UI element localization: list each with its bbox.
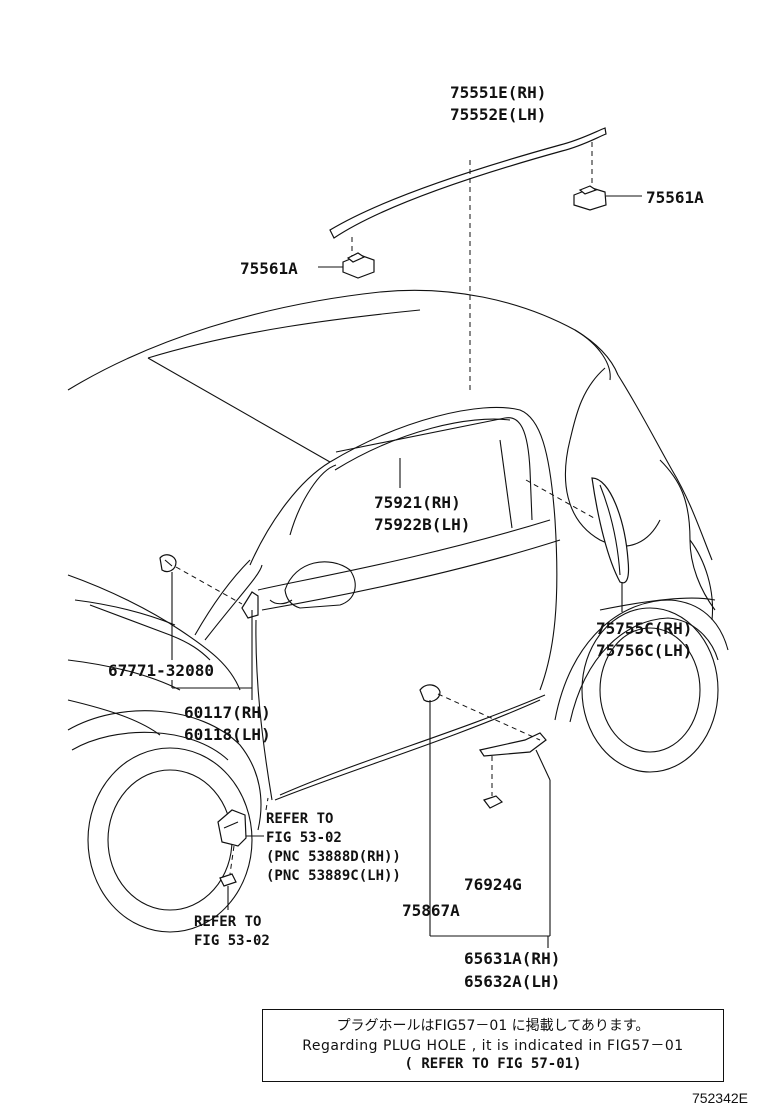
- rocker-molding: [479, 732, 547, 757]
- label-window-molding-rh: 75921(RH): [374, 493, 461, 512]
- label-refer-to-2: REFER TO: [194, 914, 261, 930]
- label-rocker-rh: 65631A(RH): [464, 949, 560, 968]
- label-clip-75867a: 75867A: [402, 901, 460, 920]
- label-clip-76924g: 76924G: [464, 875, 522, 894]
- mirror-corner-cover: [241, 591, 259, 619]
- roof-clip-left: [342, 252, 375, 279]
- label-pnc-rh: (PNC 53888D(RH)): [266, 849, 401, 865]
- label-grommet: 67771-32080: [108, 661, 214, 680]
- label-mirror-cover-lh: 60118(LH): [184, 725, 271, 744]
- label-roof-molding-rh: 75551E(RH): [450, 83, 546, 102]
- plug-hole-note: プラグホールはFIG57－01 に掲載してあります。 Regarding PLU…: [262, 1009, 724, 1082]
- label-rear-garnish-lh: 75756C(LH): [596, 641, 692, 660]
- label-window-molding-lh: 75922B(LH): [374, 515, 470, 534]
- note-english: Regarding PLUG HOLE , it is indicated in…: [302, 1038, 684, 1054]
- roof-drip-molding: [329, 127, 607, 239]
- grommet-clip: [159, 554, 177, 573]
- label-roof-molding-lh: 75552E(LH): [450, 105, 546, 124]
- label-rocker-lh: 65632A(LH): [464, 972, 560, 991]
- label-rear-garnish-rh: 75755C(RH): [596, 619, 692, 638]
- note-japanese: プラグホールはFIG57－01 に掲載してあります。: [336, 1018, 650, 1034]
- label-mirror-cover-rh: 60117(RH): [184, 703, 271, 722]
- label-clip-left: 75561A: [240, 259, 298, 278]
- leader-lines: [171, 195, 642, 948]
- label-refer-to-1: REFER TO: [266, 811, 333, 827]
- label-pnc-lh: (PNC 53889C(LH)): [266, 868, 401, 884]
- rear-quarter-garnish: [591, 477, 630, 584]
- mudguard-part: [217, 809, 247, 847]
- figure-id: 752342E: [691, 1090, 748, 1106]
- side-plug: [419, 684, 441, 703]
- dashed-guide-lines: [175, 142, 595, 875]
- mudguard-screw: [219, 873, 237, 895]
- note-reference: ( REFER TO FIG 57-01): [404, 1056, 582, 1072]
- label-fig-53-02-1: FIG 53-02: [266, 830, 342, 846]
- roof-clip-right: [573, 185, 607, 211]
- car-body-outline: [67, 289, 729, 933]
- label-clip-right: 75561A: [646, 188, 704, 207]
- label-fig-53-02-2: FIG 53-02: [194, 933, 270, 949]
- clip-76924g-part: [483, 795, 504, 809]
